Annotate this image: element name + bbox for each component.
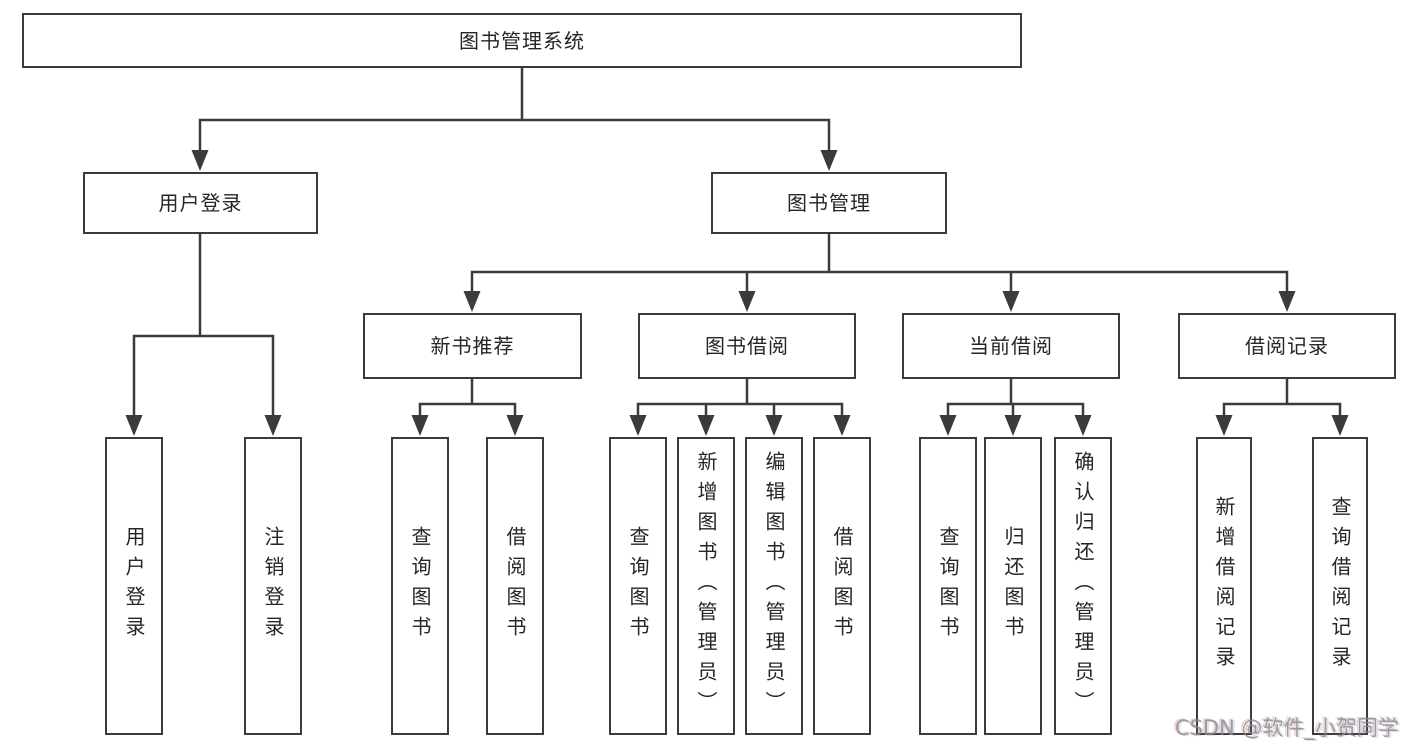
node-label: 当前借阅 [969, 334, 1053, 358]
node-user-login: 用户登录 [83, 172, 318, 234]
node-label: 编辑图书（管理员） [762, 451, 786, 721]
node-label: 查询图书 [408, 526, 432, 646]
node-borrowing-records: 借阅记录 [1178, 313, 1396, 379]
node-logout: 注销登录 [244, 437, 302, 735]
node-label: 图书借阅 [705, 334, 789, 358]
edge-current-borrowing-children [939, 379, 1092, 436]
node-library-management-system: 图书管理系统 [22, 13, 1022, 68]
node-label: 图书管理 [787, 191, 871, 215]
node-label: 查询图书 [936, 526, 960, 646]
node-label: 新书推荐 [430, 334, 515, 358]
node-label: 确认归还（管理员） [1071, 451, 1095, 721]
node-query-borrow-record: 查询借阅记录 [1312, 437, 1368, 735]
node-query-books-borrowing: 查询图书 [609, 437, 667, 735]
node-edit-books-admin: 编辑图书（管理员） [745, 437, 803, 735]
node-label: 用户登录 [158, 191, 243, 215]
node-label: 查询借阅记录 [1328, 496, 1352, 676]
node-add-borrow-record: 新增借阅记录 [1196, 437, 1252, 735]
node-label: 新增借阅记录 [1212, 496, 1236, 676]
edge-book-management-children [463, 234, 1296, 312]
node-book-borrowing: 图书借阅 [638, 313, 856, 379]
node-borrow-books-recommend: 借阅图书 [486, 437, 544, 735]
node-current-borrowing: 当前借阅 [902, 313, 1120, 379]
node-user-login-action: 用户登录 [105, 437, 163, 735]
watermark-csdn: CSDN @软件_小贺同学 [1174, 716, 1399, 740]
node-label: 借阅记录 [1245, 334, 1329, 358]
node-label: 图书管理系统 [459, 28, 585, 53]
edge-borrowing-records-children [1215, 379, 1349, 436]
node-confirm-return-admin: 确认归还（管理员） [1054, 437, 1112, 735]
node-query-books-recommend: 查询图书 [391, 437, 449, 735]
node-label: 查询图书 [626, 526, 650, 646]
node-book-management: 图书管理 [711, 172, 947, 234]
node-label: 归还图书 [1001, 526, 1025, 646]
node-label: 注销登录 [261, 526, 285, 646]
edge-book-borrowing-children [629, 379, 851, 436]
edge-root-to-level2 [191, 68, 838, 171]
node-new-book-recommend: 新书推荐 [363, 313, 582, 379]
node-label: 新增图书（管理员） [694, 451, 718, 721]
node-label: 借阅图书 [503, 526, 527, 646]
node-label: 用户登录 [122, 526, 146, 646]
node-add-books-admin: 新增图书（管理员） [677, 437, 735, 735]
node-label: 借阅图书 [830, 526, 854, 646]
edge-new-book-recommend-children [411, 379, 524, 436]
edge-user-login-children [125, 234, 282, 436]
node-query-books-current: 查询图书 [919, 437, 977, 735]
node-borrow-books-borrowing: 借阅图书 [813, 437, 871, 735]
node-return-books: 归还图书 [984, 437, 1042, 735]
